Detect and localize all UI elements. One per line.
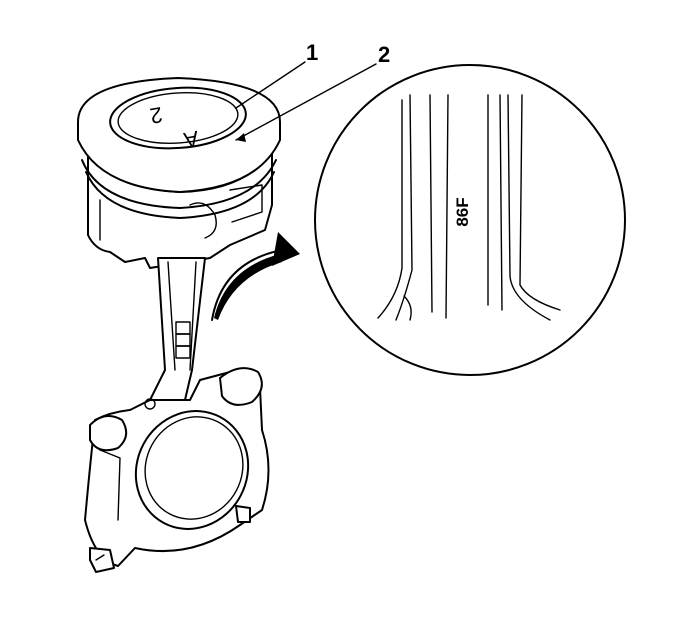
callout-2: 2 — [235, 42, 390, 142]
rod-stamp-86f: 86F — [453, 197, 472, 226]
detail-view: 86F — [314, 64, 626, 376]
crown-mark-right: A — [182, 126, 201, 153]
callout-1: 1 — [235, 40, 318, 109]
curved-arrow-icon — [211, 232, 300, 321]
connecting-rod — [84, 257, 270, 573]
piston: 2 A — [77, 77, 281, 269]
callout-label-2: 2 — [378, 42, 390, 67]
callout-label-1: 1 — [306, 40, 318, 65]
crown-mark-left: 2 — [148, 102, 164, 129]
